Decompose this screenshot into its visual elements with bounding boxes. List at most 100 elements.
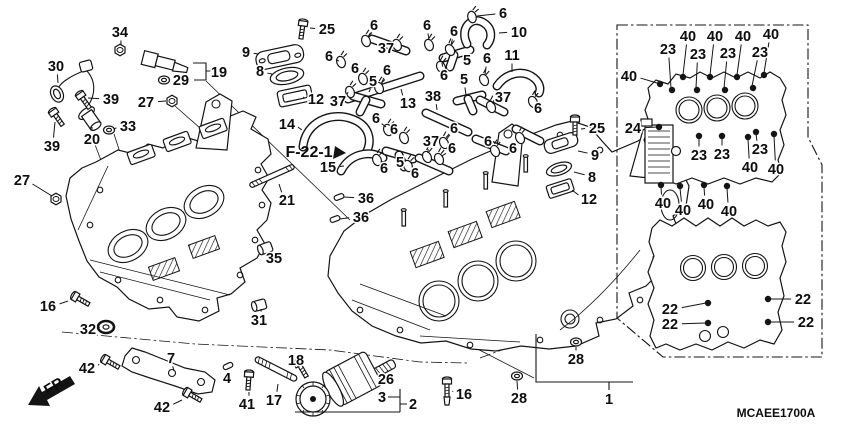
callout-label-19-4: 19 bbox=[211, 65, 227, 81]
callout-label-5-36: 5 bbox=[463, 53, 471, 69]
cover-9a bbox=[255, 44, 305, 70]
callout-label-42-12: 42 bbox=[79, 361, 95, 377]
callout-label-28-88: 28 bbox=[511, 391, 527, 407]
callout-leader-38-48 bbox=[435, 104, 438, 111]
callout-leader-6-53 bbox=[445, 134, 451, 141]
callout-label-40-65: 40 bbox=[621, 69, 637, 85]
small-parts bbox=[46, 17, 633, 417]
callout-label-20-7: 20 bbox=[84, 132, 100, 148]
callout-label-37-31: 37 bbox=[378, 41, 394, 57]
callout-label-33-6: 33 bbox=[120, 119, 136, 135]
callout-label-9-61: 9 bbox=[591, 148, 599, 164]
callout-label-6-56: 6 bbox=[411, 166, 419, 182]
callout-label-6-43: 6 bbox=[325, 49, 333, 65]
plug-31 bbox=[249, 298, 268, 313]
callout-label-23-73: 23 bbox=[752, 45, 768, 61]
callout-label-6-54: 6 bbox=[448, 141, 456, 157]
callout-label-6-30: 6 bbox=[370, 18, 378, 34]
callout-leader-24-64 bbox=[644, 126, 659, 129]
nut-34 bbox=[114, 43, 126, 57]
washer-33 bbox=[102, 125, 116, 135]
callout-label-16-89: 16 bbox=[456, 387, 472, 403]
block-top-view bbox=[647, 217, 787, 351]
callout-label-9-25: 9 bbox=[242, 45, 250, 61]
callout-leader-9-61 bbox=[577, 150, 588, 154]
callout-label-8-62: 8 bbox=[588, 170, 596, 186]
callout-label-5-40: 5 bbox=[460, 72, 468, 88]
callout-leader-40-67 bbox=[709, 44, 714, 76]
callout-label-13-47: 13 bbox=[400, 96, 416, 112]
dowel-36b bbox=[328, 214, 342, 224]
callout-leader-40-66 bbox=[682, 44, 687, 76]
sensor-20 bbox=[49, 59, 102, 132]
callout-label-27-9: 27 bbox=[14, 173, 30, 189]
bolt-25a bbox=[295, 17, 309, 41]
callout-leader-12-27 bbox=[302, 96, 305, 99]
callout-label-23-75: 23 bbox=[714, 147, 730, 163]
cover-12a bbox=[276, 84, 314, 108]
section-ref-arrow-icon bbox=[333, 146, 346, 159]
callout-label-6-55: 6 bbox=[380, 161, 388, 177]
callout-label-30-1: 30 bbox=[48, 59, 64, 75]
bolt-41 bbox=[242, 369, 255, 391]
washer-28b bbox=[569, 337, 583, 347]
callout-label-6-53: 6 bbox=[450, 121, 458, 137]
callout-leader-6-39 bbox=[441, 62, 444, 67]
callout-leader-21-21 bbox=[278, 183, 283, 193]
gasket-8b bbox=[545, 161, 573, 177]
callout-label-11-38: 11 bbox=[504, 48, 519, 64]
callout-label-22-84: 22 bbox=[662, 317, 678, 333]
callout-leader-40-79 bbox=[660, 186, 663, 195]
callout-label-23-71: 23 bbox=[690, 47, 706, 63]
callout-label-35-20: 35 bbox=[266, 251, 282, 267]
oil-filter bbox=[322, 351, 382, 407]
callout-leader-40-68 bbox=[736, 44, 742, 76]
callout-label-39-8: 39 bbox=[44, 139, 60, 155]
callout-label-6-33: 6 bbox=[450, 24, 458, 40]
callout-leader-22-84 bbox=[681, 322, 707, 325]
dowel-36a bbox=[332, 192, 346, 202]
callout-leader-6-50 bbox=[381, 123, 387, 128]
callout-label-41-16: 41 bbox=[239, 397, 255, 413]
callout-leader-22-83 bbox=[681, 302, 707, 309]
callout-leader-36-22 bbox=[343, 196, 355, 199]
bracket-7 bbox=[121, 347, 216, 395]
callout-leader-8-62 bbox=[573, 171, 585, 176]
callout-leader-36-23 bbox=[339, 217, 350, 220]
callout-leader-37-49 bbox=[346, 91, 349, 96]
callout-label-22-86: 22 bbox=[798, 315, 814, 331]
callout-label-23-74: 23 bbox=[691, 148, 707, 164]
callout-label-6-42: 6 bbox=[534, 101, 542, 117]
callout-leader-23-70 bbox=[668, 57, 672, 89]
callout-label-40-67: 40 bbox=[707, 29, 723, 45]
callout-leader-27-9 bbox=[32, 183, 53, 197]
callout-leader-7-13 bbox=[172, 366, 175, 372]
callout-label-29-3: 29 bbox=[173, 73, 189, 89]
callout-leader-10-35 bbox=[498, 31, 508, 34]
bolt-42a bbox=[98, 353, 122, 372]
callout-leader-42-12 bbox=[97, 363, 100, 366]
callout-leader-40-82 bbox=[726, 187, 729, 203]
callout-label-2-92: 2 bbox=[409, 397, 417, 413]
bolt-hole-dots bbox=[655, 71, 778, 190]
callout-leader-5-40 bbox=[464, 87, 467, 96]
head-gasket-view bbox=[640, 71, 787, 190]
stud-17 bbox=[254, 356, 298, 382]
callout-leader-40-80 bbox=[679, 187, 682, 202]
callout-label-40-79: 40 bbox=[655, 196, 671, 212]
callout-label-40-69: 40 bbox=[763, 27, 779, 43]
callout-label-40-81: 40 bbox=[698, 197, 714, 213]
callout-label-6-50: 6 bbox=[372, 111, 380, 127]
callout-label-39-2: 39 bbox=[103, 92, 119, 108]
callout-label-25-24: 25 bbox=[319, 22, 335, 38]
bolt-hole-dots-2 bbox=[704, 295, 772, 327]
callout-label-4-15: 4 bbox=[223, 371, 231, 387]
callout-label-21-21: 21 bbox=[279, 193, 295, 209]
callout-label-40-66: 40 bbox=[680, 29, 696, 45]
callout-leader-12-63 bbox=[571, 189, 579, 196]
crankcase-set-box bbox=[616, 24, 823, 358]
callout-label-22-83: 22 bbox=[662, 302, 678, 318]
callout-leader-6-34 bbox=[476, 13, 496, 17]
